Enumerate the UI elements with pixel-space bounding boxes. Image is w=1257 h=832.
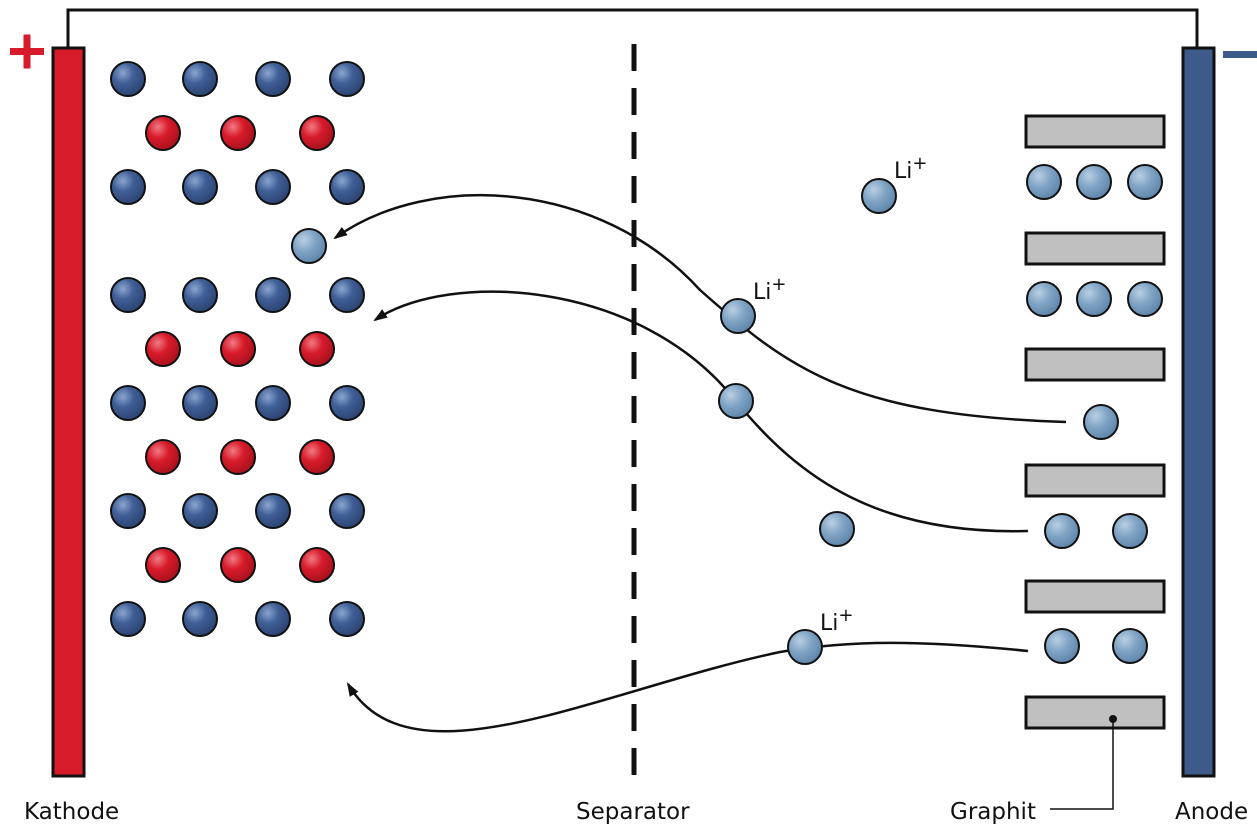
cathode-metal-atom <box>182 385 218 421</box>
li-ion-label: Li+ <box>820 605 853 636</box>
cathode-metal-atom <box>255 169 291 205</box>
lithium-ion <box>1026 164 1062 200</box>
lithium-ion <box>1026 281 1062 317</box>
lithium-ion <box>1127 164 1163 200</box>
cathode-lattice <box>110 61 365 637</box>
cathode-oxygen-atom <box>145 439 181 475</box>
cathode-metal-atom <box>255 277 291 313</box>
cathode-metal-atom <box>110 61 146 97</box>
cathode-label: Kathode <box>24 799 119 825</box>
ion-path-arrow <box>346 641 1029 733</box>
lithium-ion <box>861 178 897 214</box>
cathode-metal-atom <box>182 169 218 205</box>
plus-sign-icon <box>10 34 44 69</box>
cathode-metal-atom <box>255 385 291 421</box>
cathode-electrode <box>51 46 86 778</box>
cathode-metal-atom <box>329 277 365 313</box>
external-circuit-wire <box>66 8 1199 48</box>
graphite-layer <box>1024 579 1166 614</box>
graphite-leader-dot <box>1109 715 1117 723</box>
li-ion-label: Li+ <box>894 153 927 184</box>
lithium-ion <box>1083 404 1119 440</box>
graphite-layer <box>1024 231 1166 266</box>
cathode-metal-atom <box>110 169 146 205</box>
cathode-oxygen-atom <box>220 115 256 151</box>
graphite-layer <box>1024 463 1166 498</box>
cathode-metal-atom <box>329 61 365 97</box>
cathode-oxygen-atom <box>299 115 335 151</box>
minus-sign-icon <box>1223 51 1257 58</box>
lithium-ion <box>1112 628 1148 664</box>
separator-label: Separator <box>576 799 690 825</box>
cathode-metal-atom <box>110 493 146 529</box>
lithium-ion <box>718 383 754 419</box>
lithium-ion <box>819 511 855 547</box>
graphite-layer <box>1024 347 1166 382</box>
lithium-ion <box>720 298 756 334</box>
lithium-ion <box>1127 281 1163 317</box>
cathode-metal-atom <box>329 493 365 529</box>
cathode-metal-atom <box>110 277 146 313</box>
cathode-oxygen-atom <box>299 547 335 583</box>
cathode-metal-atom <box>255 61 291 97</box>
graphite-layer <box>1024 114 1166 149</box>
cathode-metal-atom <box>110 385 146 421</box>
cathode-metal-atom <box>329 169 365 205</box>
lithium-ion <box>1044 513 1080 549</box>
graphite-layer <box>1024 695 1166 730</box>
cathode-oxygen-atom <box>220 439 256 475</box>
cathode-metal-atom <box>329 601 365 637</box>
lithium-ion <box>291 228 327 264</box>
lithium-ion <box>1076 164 1112 200</box>
cathode-oxygen-atom <box>299 439 335 475</box>
li-ion-label: Li+ <box>753 274 786 305</box>
graphite-layers <box>1024 114 1166 730</box>
lithium-ion <box>1112 513 1148 549</box>
cathode-metal-atom <box>182 61 218 97</box>
anode-electrode <box>1181 46 1216 778</box>
graphite-leader-line <box>1050 719 1114 810</box>
cathode-metal-atom <box>329 385 365 421</box>
cathode-oxygen-atom <box>299 331 335 367</box>
cathode-oxygen-atom <box>145 331 181 367</box>
graphite-label: Graphit <box>950 799 1036 825</box>
ion-path-arrow <box>333 194 1067 424</box>
cathode-metal-atom <box>255 493 291 529</box>
cathode-metal-atom <box>182 601 218 637</box>
cathode-metal-atom <box>255 601 291 637</box>
lithium-ion <box>1044 628 1080 664</box>
lithium-ions <box>291 164 1163 665</box>
cathode-metal-atom <box>182 277 218 313</box>
cathode-oxygen-atom <box>145 547 181 583</box>
cathode-oxygen-atom <box>145 115 181 151</box>
cathode-oxygen-atom <box>220 547 256 583</box>
cathode-metal-atom <box>110 601 146 637</box>
ion-path-arrow <box>373 290 1029 533</box>
cathode-oxygen-atom <box>220 331 256 367</box>
lithium-ion <box>787 629 823 665</box>
anode-label: Anode <box>1175 799 1248 825</box>
cathode-metal-atom <box>182 493 218 529</box>
lithium-ion <box>1076 281 1112 317</box>
